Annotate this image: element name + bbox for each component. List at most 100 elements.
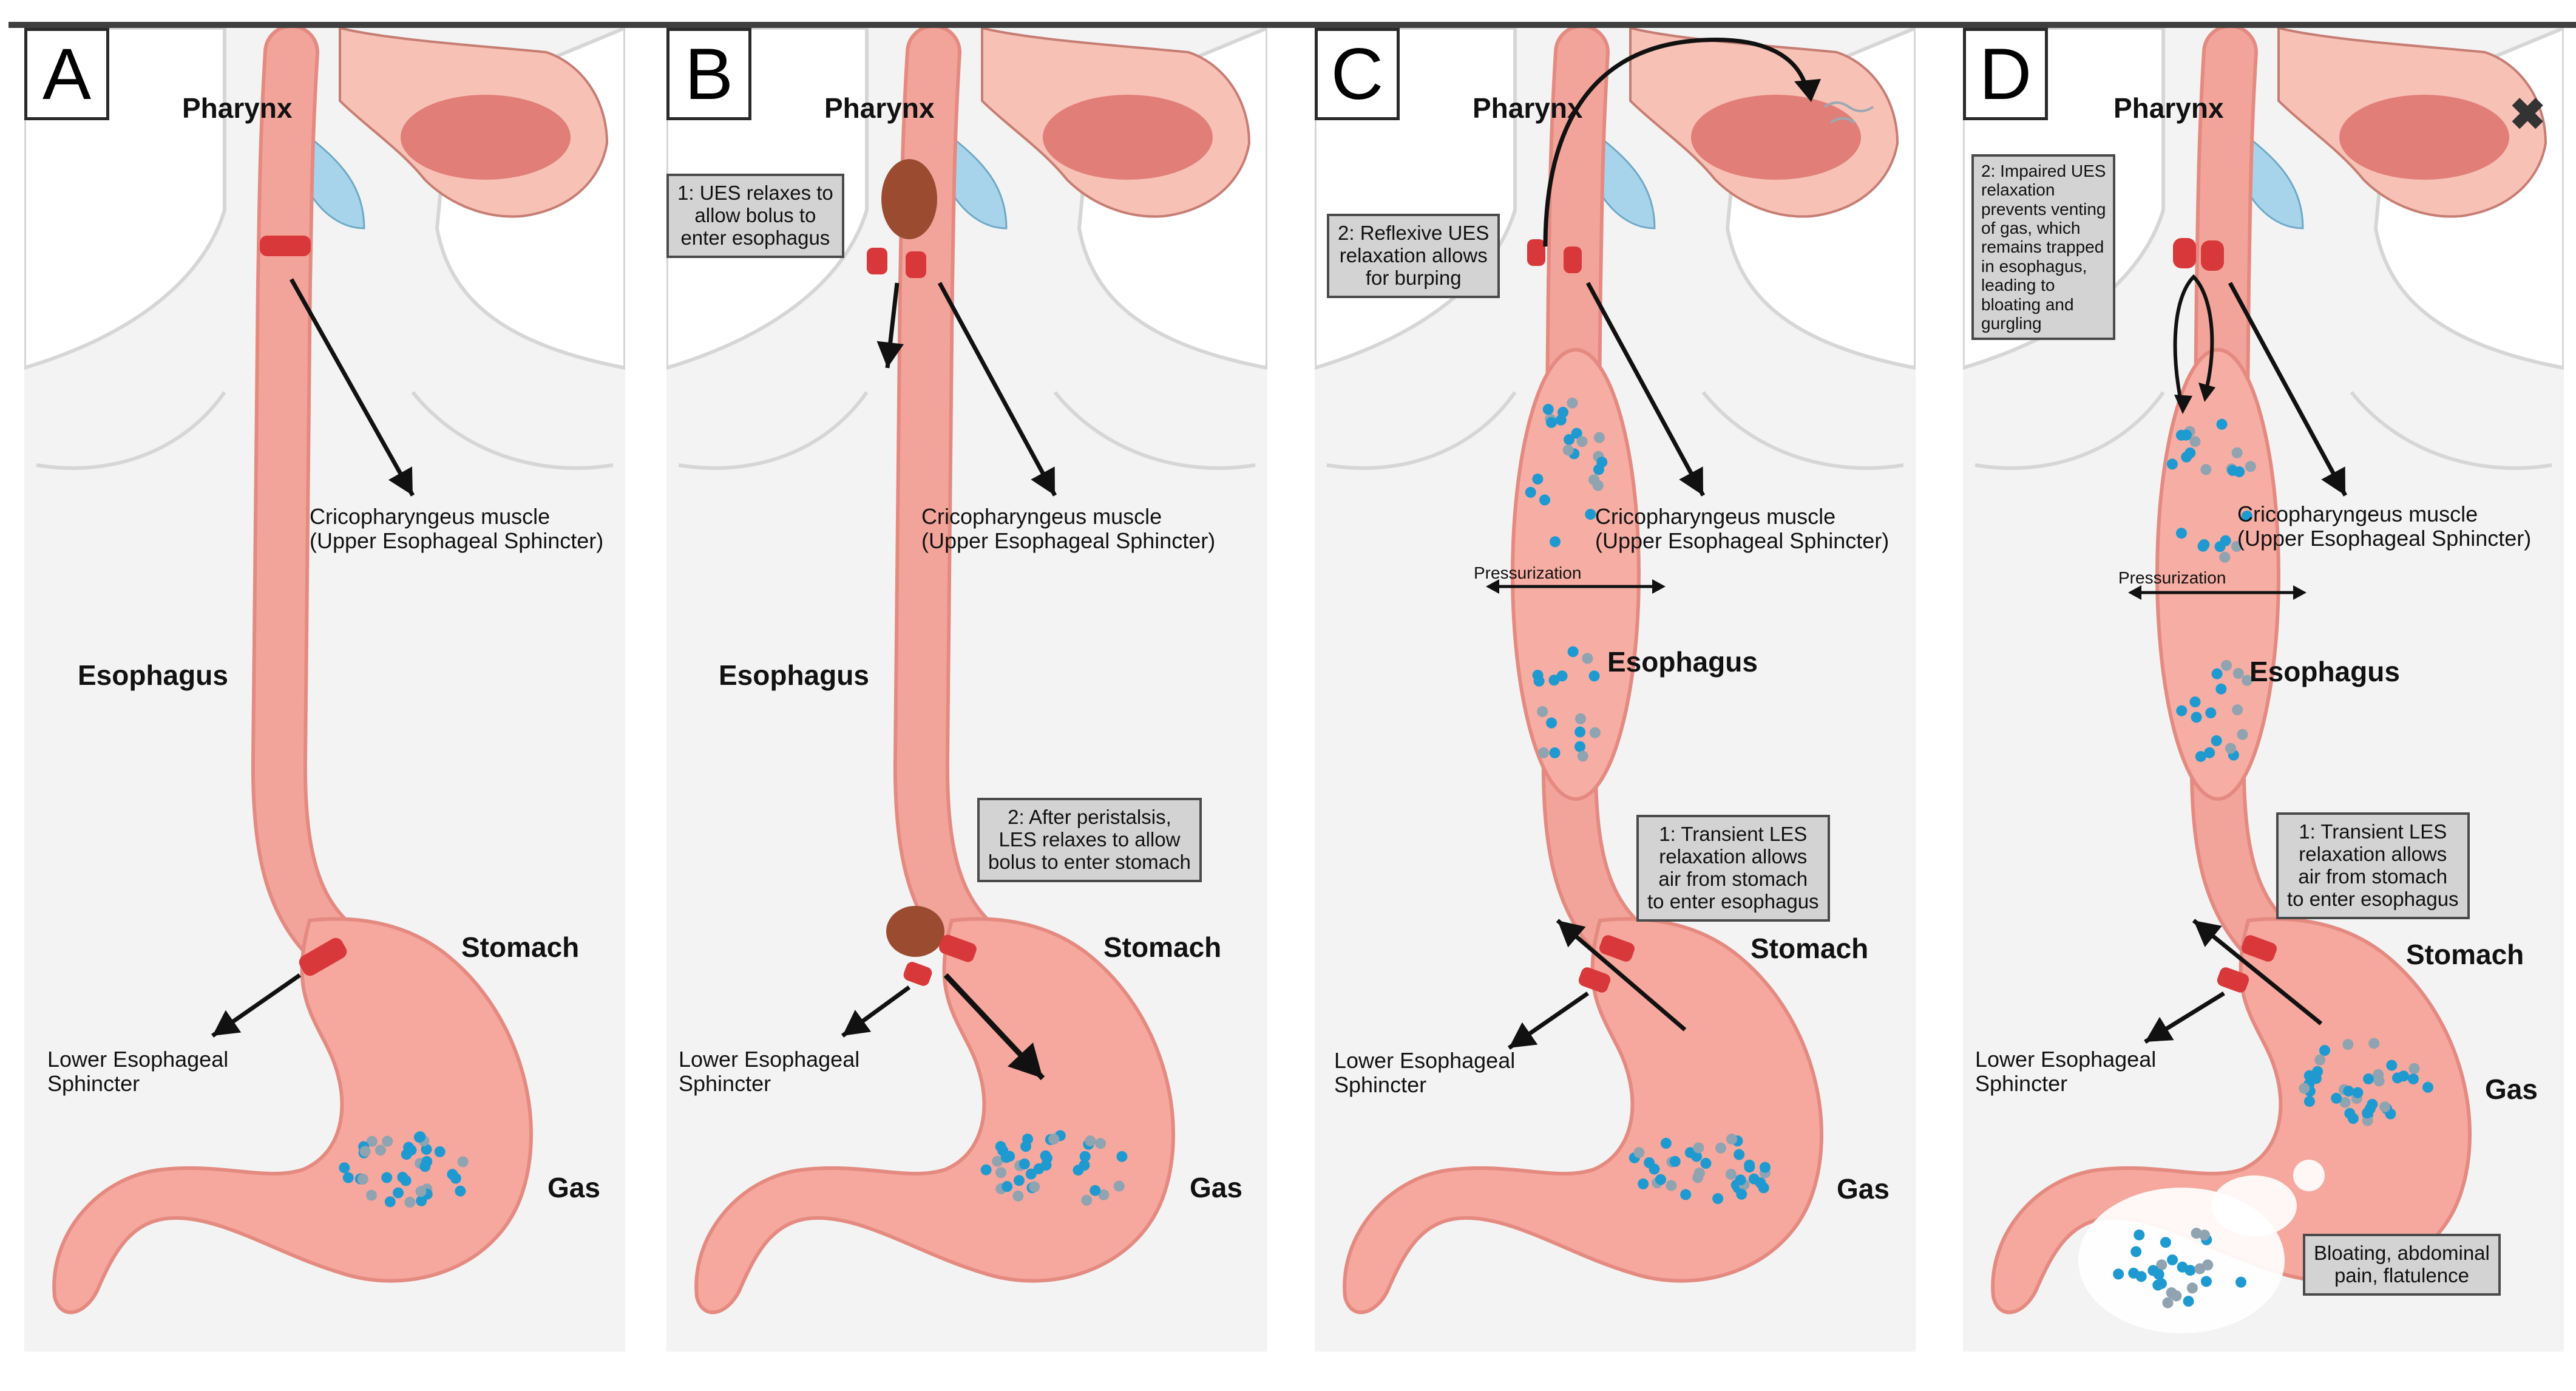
- food-bolus-lower: [886, 906, 944, 957]
- stomach-label: Stomach: [1103, 931, 1222, 963]
- pharynx-label: Pharynx: [182, 92, 293, 124]
- esophageal-gas-bubble: [2219, 551, 2231, 563]
- callout-line: enter esophagus: [680, 226, 830, 249]
- stomach-gas-bubble: [1090, 1185, 1101, 1196]
- esophageal-gas-bubble: [1532, 473, 1544, 485]
- callout-line: 2: Reflexive UES: [1338, 222, 1490, 244]
- callout-line: air from stomach: [1658, 867, 1808, 890]
- callout-line: for burping: [1365, 266, 1462, 289]
- stomach-gas-bubble: [2422, 1081, 2433, 1093]
- esophagus-label: Esophagus: [2249, 656, 2400, 687]
- step1-callout: 1: UES relaxes to allow bolus to enter e…: [666, 174, 844, 258]
- esophagus: [254, 28, 352, 963]
- esophagus-label: Esophagus: [1607, 646, 1758, 678]
- panel-d: D Pharynx ✖ 2: Impaired UES relaxation p…: [1963, 28, 2564, 1352]
- stomach-gas-bubble: [404, 1197, 416, 1208]
- callout-line: to enter esophagus: [1647, 889, 1819, 913]
- esophageal-gas-bubble: [1582, 653, 1593, 664]
- arrowhead: [2128, 585, 2141, 600]
- muscle-label-line1: Cricopharyngeus muscle: [310, 504, 551, 529]
- esophageal-gas-bubble: [1585, 509, 1596, 520]
- stomach-gas-bubble: [401, 1149, 412, 1160]
- esophageal-gas-bubble: [2215, 683, 2227, 695]
- esophageal-gas-bubble: [2211, 668, 2223, 679]
- esophageal-gas-bubble: [1567, 646, 1579, 658]
- arrowhead: [1031, 466, 1055, 495]
- ues-left-half: [867, 248, 887, 274]
- esophageal-gas-bubble: [2245, 461, 2256, 472]
- bloating-gas-bubble: [2130, 1246, 2142, 1257]
- esophageal-gas-bubble: [1533, 675, 1545, 687]
- callout-line: relaxation allows: [1659, 845, 1808, 868]
- arrowhead: [1652, 579, 1666, 594]
- stomach-gas-bubble: [455, 1185, 466, 1197]
- callout-line: Bloating, abdominal: [2314, 1242, 2490, 1264]
- collarbone-outline: [678, 391, 1256, 470]
- callout-line: bloating and: [1981, 294, 2074, 314]
- stomach-gas-bubble: [992, 1155, 1003, 1167]
- esophageal-gas-bubble: [1588, 474, 1600, 486]
- ues-left-half: [1527, 239, 1545, 266]
- arrowhead: [1794, 79, 1821, 102]
- stomach-gas-bubble: [1116, 1151, 1128, 1162]
- stomach-gas-bubble: [1725, 1168, 1737, 1180]
- esophageal-gas-bubble: [2166, 458, 2178, 470]
- callout-line: pain, flatulence: [2334, 1263, 2469, 1287]
- stomach-gas-bubble: [342, 1172, 354, 1183]
- les-label-line2: Sphincter: [679, 1071, 771, 1096]
- callout-line: LES relaxes to allow: [998, 828, 1181, 851]
- bloating-gas-bubble: [2155, 1278, 2167, 1290]
- esophageal-gas-bubble: [1542, 404, 1554, 415]
- stomach-label: Stomach: [1751, 933, 1869, 964]
- stomach-gas-bubble: [980, 1164, 992, 1175]
- stomach-gas-bubble: [2299, 1083, 2310, 1094]
- stomach-gas-bubble: [2368, 1038, 2380, 1049]
- esophageal-gas-bubble: [2189, 436, 2201, 447]
- esophagus-label: Esophagus: [78, 659, 228, 691]
- stomach-gas-bubble: [415, 1131, 426, 1143]
- larynx: [944, 135, 1008, 230]
- stomach-gas-bubble: [1033, 1163, 1045, 1175]
- arrowhead: [2145, 1016, 2174, 1042]
- stomach-gas-bubble: [1726, 1134, 1738, 1145]
- stomach-gas-bubble: [2331, 1092, 2342, 1104]
- step1-callout: 1: Transient LES relaxation allows air f…: [1636, 815, 1830, 922]
- lower-esophageal-sphincter: [299, 937, 347, 976]
- arrowhead: [212, 1010, 242, 1036]
- callout-line: relaxation allows: [1339, 243, 1488, 267]
- esophageal-gas-bubble: [2204, 747, 2215, 758]
- les-right-half: [1599, 935, 1635, 962]
- bloating-gas-bubble: [2171, 1290, 2182, 1302]
- callout-line: 1: UES relaxes to: [677, 182, 833, 204]
- esophageal-gas-bubble: [2232, 668, 2244, 679]
- gas-label: Gas: [1190, 1172, 1242, 1203]
- esophagus: [2193, 28, 2291, 963]
- les-label-line1: Lower Esophageal: [679, 1047, 860, 1072]
- arrowhead: [2293, 585, 2307, 600]
- arrowhead: [1509, 1022, 1538, 1048]
- stomach: [1343, 917, 1823, 1314]
- stomach-gas-bubble: [1048, 1134, 1060, 1145]
- esophageal-gas-bubble: [1546, 717, 1557, 729]
- muscle-label-line2: (Upper Esophageal Sphincter): [1595, 528, 1890, 553]
- stomach-label: Stomach: [2406, 939, 2524, 970]
- callout-line: 1: Transient LES: [1659, 823, 1808, 845]
- callout-line: remains trapped: [1981, 237, 2104, 257]
- esophageal-gas-bubble: [2231, 540, 2243, 552]
- stomach-gas-bubble: [1700, 1158, 1712, 1169]
- esophageal-gas-bubble: [1549, 747, 1561, 758]
- stomach-gas-bubble: [2386, 1059, 2398, 1071]
- esophageal-gas-bubble: [1567, 397, 1578, 409]
- stomach-gas-bubble: [1638, 1178, 1649, 1189]
- stomach-gas-bubble: [2343, 1086, 2354, 1097]
- panel-label: B: [666, 28, 751, 120]
- ues-pointer-arrow: [289, 278, 415, 497]
- esophageal-gas-bubble: [1574, 726, 1586, 738]
- larynx: [302, 135, 365, 230]
- esophageal-gas-bubble: [2175, 528, 2187, 539]
- panel-c: C Pharynx 2: Reflexive UES relaxation al…: [1315, 28, 1916, 1352]
- stomach-gas-bubble: [1712, 1193, 1724, 1205]
- callout-line: relaxation: [1981, 180, 2055, 200]
- pharynx-label: Pharynx: [824, 92, 935, 124]
- stomach-gas-bubble: [1669, 1155, 1681, 1167]
